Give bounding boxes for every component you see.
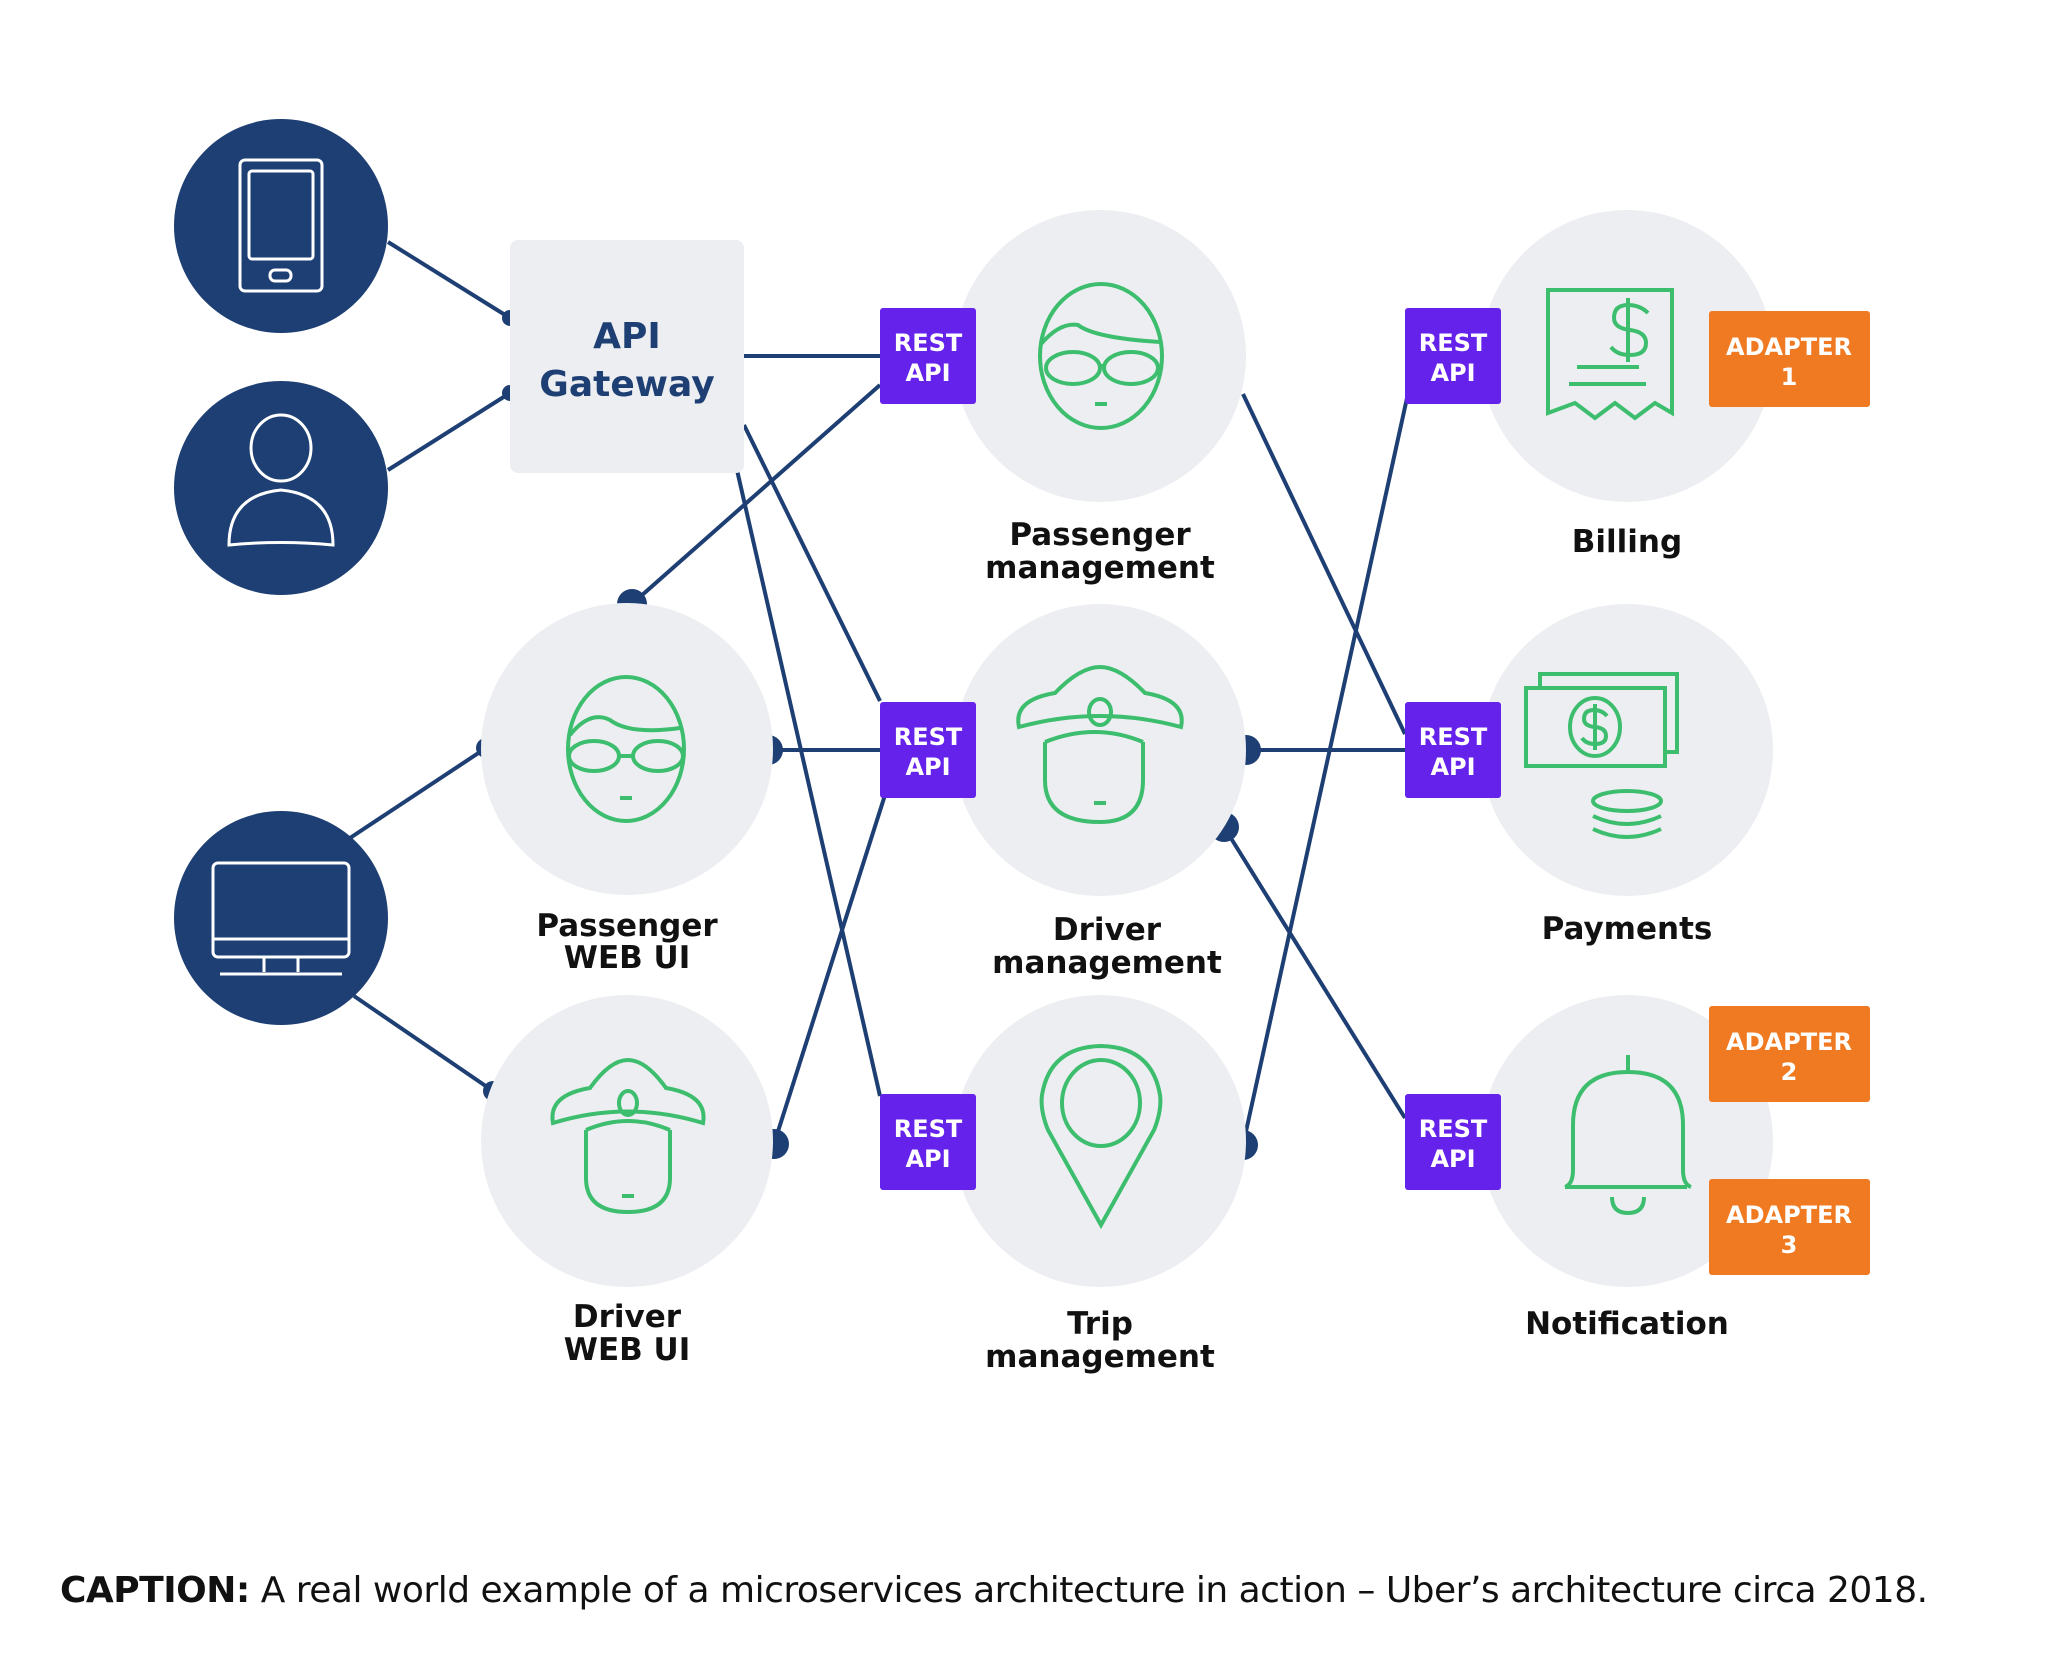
service-notification[interactable]: Notification [1481, 995, 1773, 1342]
adapter-2[interactable]: ADAPTER 2 [1709, 1006, 1870, 1102]
passenger-web-ui-label-line2: WEB UI [564, 940, 691, 976]
connector-gateway-driver-mgmt [742, 424, 882, 702]
svg-text:REST: REST [1419, 329, 1488, 357]
svg-text:REST: REST [894, 1115, 963, 1143]
svg-text:1: 1 [1781, 363, 1798, 391]
rest-api-badge-payments[interactable]: REST API [1405, 702, 1501, 798]
connector-passenger-webui-passenger-mgmt [630, 383, 882, 606]
connector-mobile-gateway [386, 240, 512, 320]
trip-management-label-line2: management [985, 1339, 1215, 1375]
driver-cap-icon [1016, 664, 1184, 825]
driver-web-ui-label-line1: Driver [573, 1299, 682, 1335]
passenger-face-icon [1038, 282, 1164, 430]
receipt-dollar-icon [1546, 288, 1674, 421]
rest-api-badge-passenger-management[interactable]: REST API [880, 308, 976, 404]
driver-cap-icon [550, 1057, 706, 1215]
client-user[interactable] [174, 381, 388, 595]
svg-text:API: API [905, 359, 950, 387]
payments-label: Payments [1542, 911, 1713, 947]
api-gateway-label-line1: API [593, 316, 661, 357]
api-gateway[interactable]: API Gateway [510, 240, 744, 473]
svg-text:ADAPTER: ADAPTER [1726, 333, 1852, 361]
bell-icon [1564, 1055, 1692, 1216]
connector-gateway-trip-mgmt [735, 469, 882, 1097]
connector-desktop-driver-webui [352, 994, 495, 1093]
connector-desktop-passenger-webui [348, 746, 488, 840]
location-pin-icon [1039, 1043, 1163, 1230]
cash-coins-icon [1524, 672, 1679, 839]
driver-management-label-line1: Driver [1053, 912, 1162, 948]
svg-text:REST: REST [1419, 1115, 1488, 1143]
svg-text:API: API [905, 753, 950, 781]
svg-text:2: 2 [1781, 1058, 1798, 1086]
svg-text:REST: REST [894, 723, 963, 751]
adapter-1[interactable]: ADAPTER 1 [1709, 311, 1870, 407]
billing-label: Billing [1572, 524, 1682, 560]
passenger-management-label-line2: management [985, 550, 1215, 586]
figure-caption: CAPTION: A real world example of a micro… [60, 1570, 1928, 1611]
svg-text:API: API [1430, 1145, 1475, 1173]
caption-label: CAPTION: [60, 1570, 250, 1611]
service-passenger-management[interactable]: Passenger management [954, 210, 1246, 586]
caption-text: A real world example of a microservices … [249, 1570, 1928, 1611]
rest-api-badge-trip-management[interactable]: REST API [880, 1094, 976, 1190]
driver-management-label-line2: management [992, 945, 1222, 981]
service-trip-management[interactable]: Trip management [954, 995, 1246, 1375]
api-gateway-label-line2: Gateway [539, 364, 714, 405]
smartphone-icon [238, 158, 324, 293]
passenger-management-label-line1: Passenger [1009, 517, 1191, 553]
client-desktop[interactable] [174, 811, 388, 1025]
rest-api-badge-driver-management[interactable]: REST API [880, 702, 976, 798]
rest-api-badge-notification[interactable]: REST API [1405, 1094, 1501, 1190]
desktop-monitor-icon [211, 861, 351, 976]
svg-text:3: 3 [1781, 1231, 1798, 1259]
connector-driver-mgmt-notification [1222, 825, 1407, 1120]
notification-label: Notification [1525, 1306, 1729, 1342]
connector-passenger-mgmt-payments [1241, 393, 1407, 735]
passenger-web-ui-label-line1: Passenger [536, 908, 718, 944]
svg-text:ADAPTER: ADAPTER [1726, 1201, 1852, 1229]
svg-text:REST: REST [894, 329, 963, 357]
svg-text:API: API [1430, 359, 1475, 387]
svg-text:ADAPTER: ADAPTER [1726, 1028, 1852, 1056]
service-driver-management[interactable]: Driver management [954, 604, 1246, 981]
service-payments[interactable]: Payments [1481, 604, 1773, 947]
svg-text:API: API [905, 1145, 950, 1173]
service-passenger-web-ui[interactable]: Passenger WEB UI [481, 603, 773, 976]
connectors [348, 240, 1409, 1146]
user-icon [227, 413, 335, 547]
passenger-face-icon [566, 675, 686, 823]
service-billing[interactable]: Billing [1481, 210, 1773, 560]
connector-trip-mgmt-billing [1241, 397, 1409, 1146]
service-driver-web-ui[interactable]: Driver WEB UI [481, 995, 773, 1368]
adapter-3[interactable]: ADAPTER 3 [1709, 1179, 1870, 1275]
svg-text:API: API [1430, 753, 1475, 781]
driver-web-ui-label-line2: WEB UI [564, 1332, 691, 1368]
rest-api-badge-billing[interactable]: REST API [1405, 308, 1501, 404]
trip-management-label-line1: Trip [1067, 1306, 1133, 1342]
connector-driver-webui-driver-mgmt [772, 794, 887, 1145]
svg-text:REST: REST [1419, 723, 1488, 751]
connector-user-gateway [386, 391, 512, 472]
client-mobile[interactable] [174, 119, 388, 333]
